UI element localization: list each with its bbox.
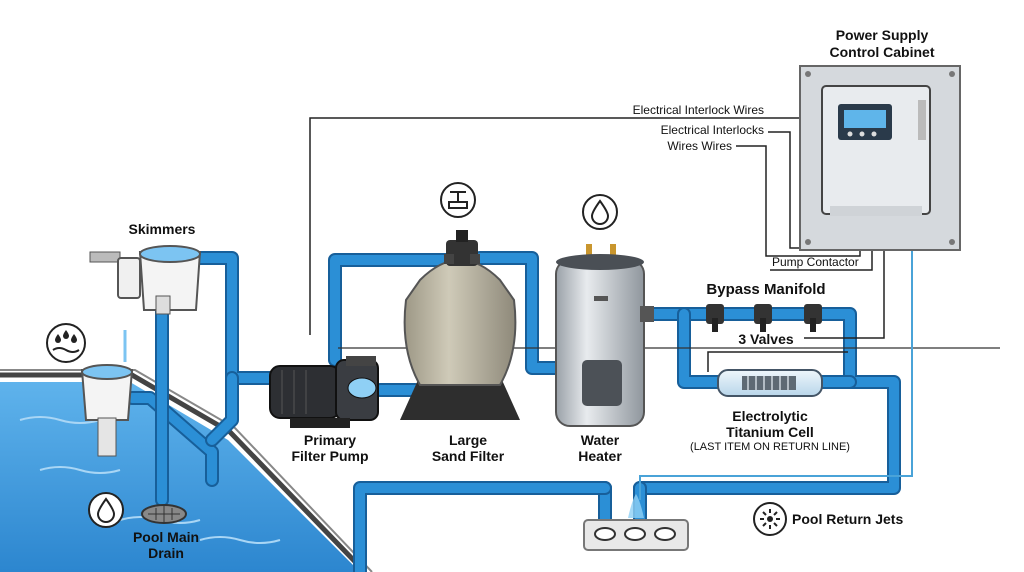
wire-label-1: Electrical Interlock Wires	[633, 103, 764, 117]
cell-label-2: Titanium Cell	[726, 424, 814, 440]
water-heater	[555, 244, 654, 427]
filter-pump	[269, 356, 379, 428]
pool	[0, 369, 373, 572]
cell-note-label: (LAST ITEM ON RETURN LINE)	[690, 441, 850, 453]
main-drain	[141, 504, 187, 524]
valves-label: 3 Valves	[738, 331, 793, 347]
valve-1	[706, 304, 724, 332]
cell-label-1: Electrolytic	[732, 408, 808, 424]
drain-label-2: Drain	[148, 545, 184, 561]
power-supply-label-1: Power Supply	[836, 27, 929, 43]
sand-filter	[400, 230, 520, 420]
pump-label-2: Filter Pump	[291, 448, 368, 464]
electrolytic-cell	[717, 369, 823, 397]
skimmer	[80, 245, 202, 457]
return-jets-label: Pool Return Jets	[792, 511, 903, 527]
water-drop-icon	[582, 194, 618, 230]
skimmers-label: Skimmers	[129, 221, 196, 237]
valve-2	[754, 304, 772, 332]
pump-contactor-label: Pump Contactor	[772, 255, 859, 269]
power-supply-label-2: Control Cabinet	[830, 44, 935, 60]
filter-label-2: Sand Filter	[432, 448, 505, 464]
pump-label-1: Primary	[304, 432, 356, 448]
bypass-manifold-label: Bypass Manifold	[706, 281, 825, 298]
jets-icon	[753, 502, 787, 536]
heater-label-2: Heater	[578, 448, 622, 464]
water-drops-icon	[46, 323, 86, 363]
return-jets	[583, 494, 689, 551]
bypass-valves	[706, 304, 822, 332]
wire-label-3: Wires Wires	[667, 139, 732, 153]
valve-icon	[440, 182, 476, 218]
drain-label-1: Pool Main	[133, 529, 199, 545]
wire-label-2: Electrical Interlocks	[661, 123, 764, 137]
filter-pipes	[328, 251, 563, 397]
drain-drop-icon	[88, 492, 124, 528]
valve-3	[804, 304, 822, 332]
heater-label-1: Water	[581, 432, 620, 448]
control-cabinet	[799, 65, 961, 251]
filter-label-1: Large	[449, 432, 487, 448]
suction-pipes	[125, 251, 285, 507]
